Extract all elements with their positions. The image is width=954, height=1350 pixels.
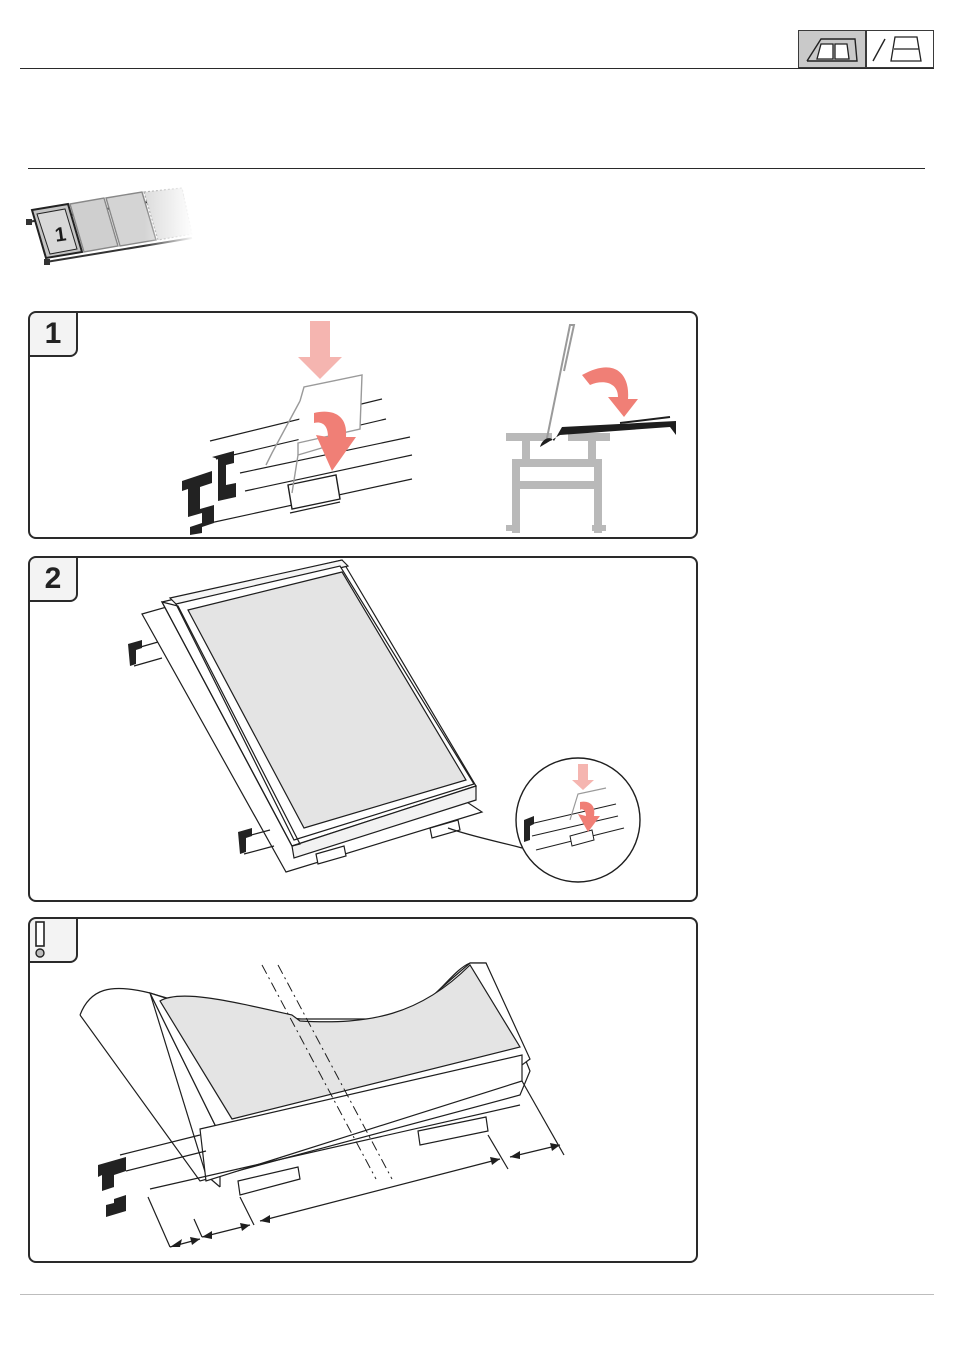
step-2-panel: 2 — [28, 556, 698, 902]
footer-rule — [20, 1294, 934, 1295]
header-rule — [20, 68, 934, 69]
notice-panel: ! — [28, 917, 698, 1263]
module-placement-illustration — [30, 558, 698, 902]
module-overview-thumbnail: 1 — [24, 186, 194, 276]
roof-portrait-module-icon[interactable] — [866, 30, 934, 68]
clamp-mounting-illustration — [30, 313, 698, 539]
section-rule — [28, 168, 925, 169]
step-1-panel: 1 — [28, 311, 698, 539]
roof-landscape-modules-icon[interactable] — [798, 30, 866, 68]
clamp-spacing-illustration — [30, 919, 698, 1263]
